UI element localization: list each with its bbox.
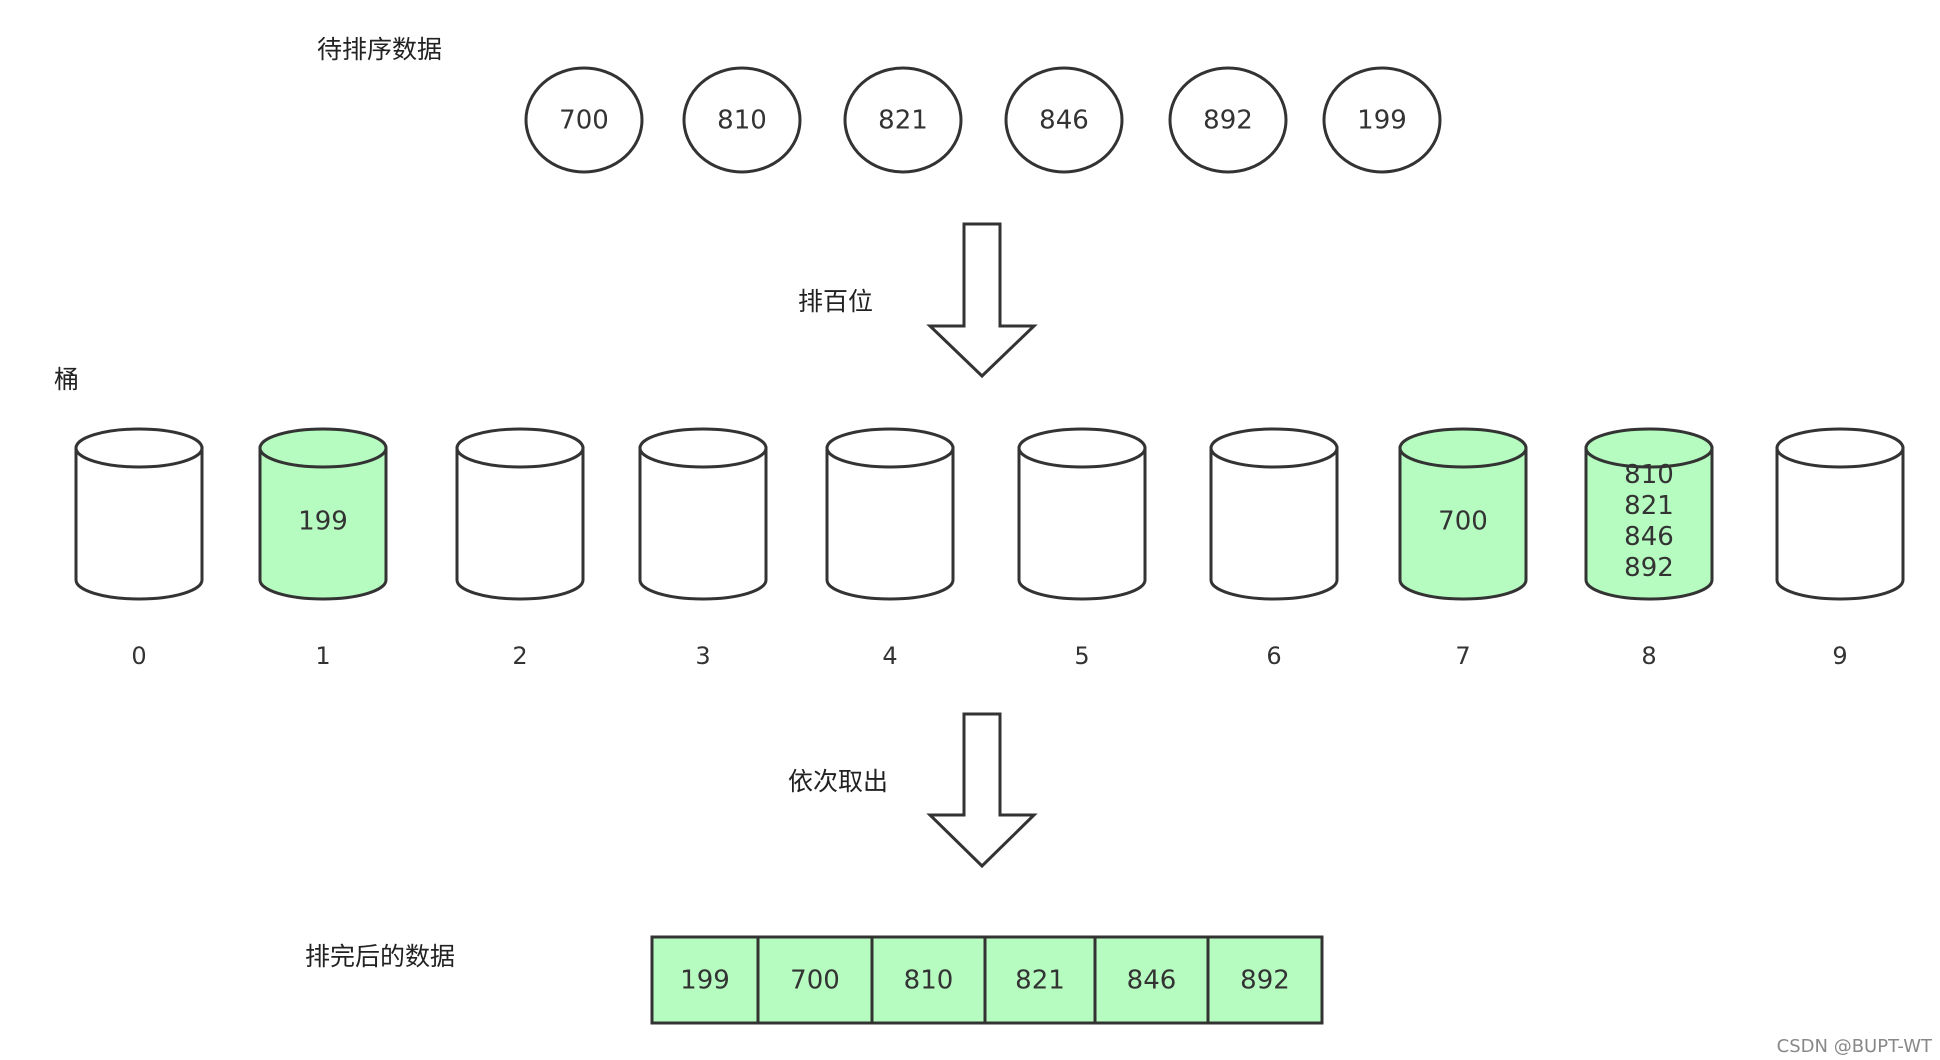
input-value: 846 — [1039, 106, 1089, 136]
bucket-item: 821 — [1624, 491, 1674, 521]
bucket-item: 700 — [1438, 507, 1488, 537]
bucket-body — [1584, 446, 1714, 601]
input-ellipse — [843, 66, 963, 174]
output-value: 810 — [904, 966, 954, 996]
bucket-lid — [455, 427, 585, 469]
output-cell: 846 — [1093, 937, 1177, 1023]
input-item: 700 — [524, 66, 644, 174]
bucket-index: 7 — [1455, 642, 1470, 670]
input-value: 810 — [717, 106, 767, 136]
buckets-title: 桶 — [54, 365, 79, 394]
output-array: 199 700 810 821 846 892 — [650, 935, 1324, 1025]
bucket-item: 846 — [1624, 522, 1674, 552]
bucket-lid — [825, 427, 955, 469]
output-title: 排完后的数据 — [305, 942, 455, 971]
input-ellipse — [1004, 66, 1124, 174]
bucket-5: 5 — [1017, 427, 1147, 670]
bucket-index: 4 — [882, 642, 897, 670]
input-title: 待排序数据 — [317, 35, 442, 64]
output-cell: 810 — [870, 937, 954, 1023]
down-arrow-icon — [926, 222, 1038, 379]
bucket-index: 9 — [1832, 642, 1847, 670]
input-ellipse — [1168, 66, 1288, 174]
bucket-lid — [1017, 427, 1147, 469]
input-item: 199 — [1322, 66, 1442, 174]
output-cell: 892 — [1206, 937, 1290, 1023]
input-ellipse — [682, 66, 802, 174]
bucket-0: 0 — [74, 427, 204, 670]
output-value: 199 — [680, 966, 730, 996]
bucket-body — [825, 446, 955, 601]
bucket-lid — [74, 427, 204, 469]
bucket-body — [1775, 446, 1905, 601]
bucket-index: 2 — [512, 642, 527, 670]
bucket-index: 5 — [1074, 642, 1089, 670]
bucket-lid — [1209, 427, 1339, 469]
bucket-item: 892 — [1624, 553, 1674, 583]
down-arrow-icon — [926, 712, 1038, 869]
input-ellipse — [524, 66, 644, 174]
bucket-3: 3 — [638, 427, 768, 670]
output-cell: 199 — [680, 966, 730, 996]
watermark: CSDN @BUPT-WT — [1777, 1036, 1933, 1057]
bucket-body — [455, 446, 585, 601]
bucket-9: 9 — [1775, 427, 1905, 670]
bucket-lid — [258, 427, 388, 469]
input-value: 892 — [1203, 106, 1253, 136]
output-value: 700 — [790, 966, 840, 996]
step-collect-label: 依次取出 — [788, 767, 888, 796]
bucket-item: 199 — [298, 507, 348, 537]
bucket-6: 6 — [1209, 427, 1339, 670]
bucket-7: 700 7 — [1398, 427, 1528, 670]
bucket-lid — [1584, 427, 1714, 469]
bucket-index: 0 — [131, 642, 146, 670]
input-item: 892 — [1168, 66, 1288, 174]
output-cell: 700 — [756, 937, 840, 1023]
bucket-index: 8 — [1641, 642, 1656, 670]
input-value: 700 — [559, 106, 609, 136]
output-cell: 821 — [983, 937, 1065, 1023]
bucket-body — [638, 446, 768, 601]
bucket-index: 3 — [695, 642, 710, 670]
input-ellipse — [1322, 66, 1442, 174]
bucket-body — [74, 446, 204, 601]
input-value: 821 — [878, 106, 928, 136]
bucket-4: 4 — [825, 427, 955, 670]
input-ellipses: 700 810 821 846 892 199 — [524, 66, 1442, 174]
bucket-lid — [638, 427, 768, 469]
bucket-2: 2 — [455, 427, 585, 670]
bucket-body — [1017, 446, 1147, 601]
output-value: 892 — [1240, 966, 1290, 996]
bucket-body — [1398, 446, 1528, 601]
bucket-index: 6 — [1266, 642, 1281, 670]
output-frame — [650, 935, 1324, 1025]
bucket-index: 1 — [315, 642, 330, 670]
input-item: 846 — [1004, 66, 1124, 174]
input-item: 821 — [843, 66, 963, 174]
output-value: 846 — [1127, 966, 1177, 996]
output-value: 821 — [1015, 966, 1065, 996]
input-item: 810 — [682, 66, 802, 174]
input-value: 199 — [1357, 106, 1407, 136]
bucket-body — [258, 446, 388, 601]
bucket-body — [1209, 446, 1339, 601]
bucket-lid — [1775, 427, 1905, 469]
bucket-lid — [1398, 427, 1528, 469]
bucket-item: 810 — [1624, 460, 1674, 490]
step-hundreds-label: 排百位 — [798, 287, 873, 316]
